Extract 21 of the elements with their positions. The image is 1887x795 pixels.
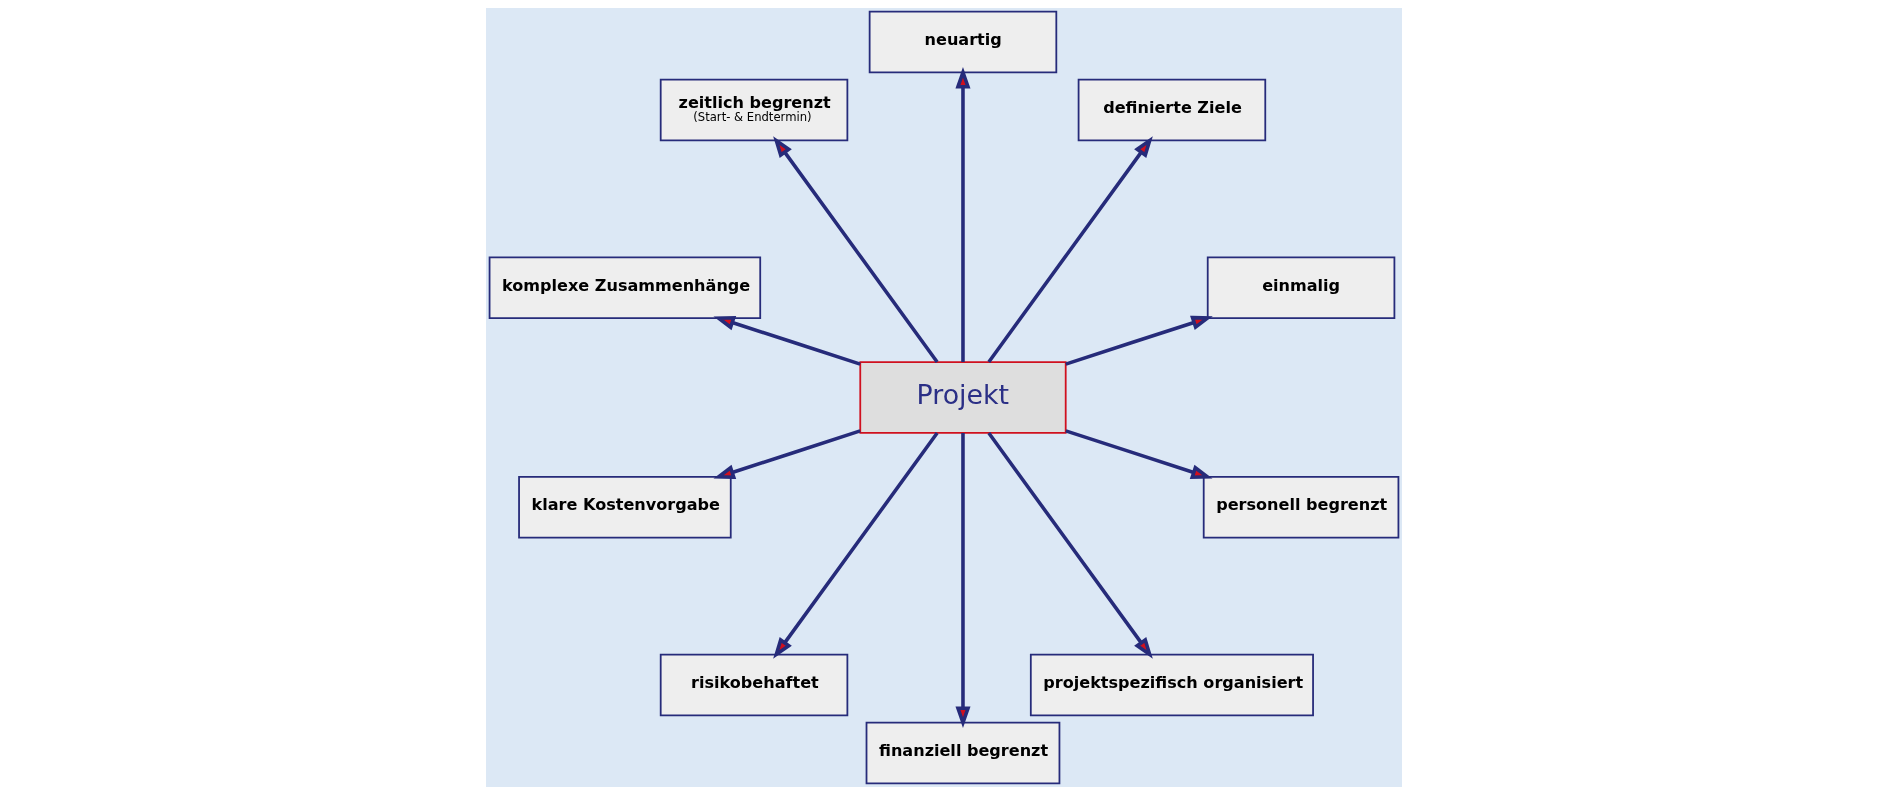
node-box: personell begrenzt [1202,476,1399,539]
node-box: risikobehaftet [659,653,848,717]
node-box: neuartig [868,10,1057,74]
arrow [712,429,861,480]
node-box: einmalig [1206,256,1395,319]
arrow [1064,315,1213,366]
node-box: klare Kostenvorgabe [517,476,732,539]
arrow [986,136,1153,363]
arrow [712,315,861,366]
arrow [986,432,1153,659]
arrow [772,136,939,363]
arrow [954,67,970,363]
node-box: definierte Ziele [1077,78,1266,142]
arrow [1064,429,1212,480]
arrow [772,432,939,659]
node-box: Projekt [858,361,1067,434]
node-box: finanziell begrenzt [865,721,1060,785]
node-box: komplexe Zusammenhänge [488,256,761,319]
node-box: projektspezifisch organisiert [1029,653,1314,717]
arrow [954,432,970,728]
node-box: zeitlich begrenzt (Start- & Endtermin) [659,78,848,142]
